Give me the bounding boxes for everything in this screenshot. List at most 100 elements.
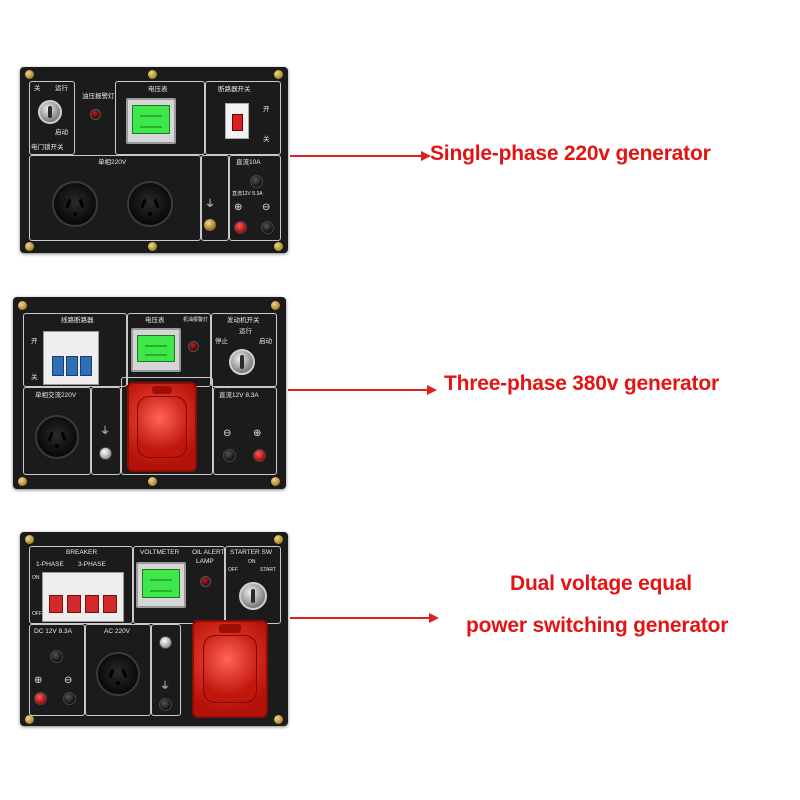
breaker-label: 线路断路器 — [61, 317, 94, 324]
dc-fuse[interactable] — [50, 650, 63, 663]
starter-switch[interactable] — [239, 582, 267, 610]
three-phase-panel: 线路断路器 开 关 电压表 机油报警灯 发动机开关 运行 停止 启动 单相交流2… — [13, 297, 286, 489]
dc-positive-terminal[interactable] — [253, 449, 266, 462]
breaker-handle[interactable] — [67, 595, 81, 613]
breaker-off-label: 关 — [263, 136, 270, 143]
three-phase-socket[interactable] — [192, 620, 268, 718]
ac-outlet[interactable] — [35, 415, 79, 459]
ground-icon: ⏚ — [100, 426, 110, 437]
breaker-handle[interactable] — [103, 595, 117, 613]
oil-alert-lamp — [200, 576, 211, 587]
key-switch-caption: 电门锁开关 — [31, 144, 64, 151]
screw — [271, 477, 280, 486]
screw — [274, 242, 283, 251]
breaker-section — [205, 81, 281, 155]
dc-negative-terminal[interactable] — [63, 692, 76, 705]
dc-positive-terminal[interactable] — [34, 692, 47, 705]
minus-icon: ⊖ — [64, 675, 73, 686]
arrow-dual — [290, 613, 439, 623]
three-phase-socket[interactable] — [127, 382, 197, 472]
oil-alert-label: OIL ALERT — [192, 549, 225, 556]
ground-terminal[interactable] — [159, 636, 172, 649]
dc-section — [29, 624, 85, 716]
breaker-handle[interactable] — [66, 356, 78, 376]
breaker-handle[interactable] — [52, 356, 64, 376]
breaker-handle[interactable] — [49, 595, 63, 613]
three-phase-label: 3-PHASE — [78, 561, 106, 568]
ac-label: 单相220V — [98, 159, 127, 166]
key-start-label: 启动 — [55, 129, 68, 136]
ac-label: AC 220V — [104, 628, 131, 635]
screw — [18, 301, 27, 310]
breaker-section — [23, 313, 127, 387]
screw — [148, 70, 157, 79]
ground-post[interactable] — [159, 698, 172, 711]
key-off-label: 关 — [34, 85, 41, 92]
ac-outlet-right[interactable] — [127, 181, 173, 227]
breaker-off-label: OFF — [32, 611, 42, 617]
dc-section — [229, 155, 281, 241]
screw — [25, 535, 34, 544]
plus-icon: ⊕ — [234, 202, 243, 213]
voltmeter-label: VOLTMETER — [140, 549, 180, 556]
dc-negative-terminal[interactable] — [261, 221, 274, 234]
ground-section — [201, 155, 229, 241]
sw-start-label: START — [260, 567, 276, 573]
starter-label: STARTER SW — [230, 549, 273, 556]
ignition-key-switch[interactable] — [38, 100, 62, 124]
voltmeter-section — [115, 81, 205, 155]
ac-outlet-section — [85, 624, 151, 716]
oil-alert-label: 机油报警灯 — [183, 317, 209, 323]
breaker-off-label: 关 — [31, 374, 38, 381]
screw — [18, 477, 27, 486]
ground-section — [151, 624, 181, 716]
key-start-label: 启动 — [259, 338, 272, 345]
screw — [274, 535, 283, 544]
voltmeter — [126, 98, 176, 144]
breaker-label: BREAKER — [66, 549, 98, 556]
dc-negative-terminal[interactable] — [223, 449, 236, 462]
four-pole-breaker[interactable] — [42, 572, 124, 622]
oil-alert-lamp — [188, 341, 199, 352]
screw — [271, 301, 280, 310]
caption-single-phase: Single-phase 220v generator — [430, 142, 711, 165]
ground-terminal[interactable] — [99, 447, 112, 460]
voltmeter-label: 电压表 — [148, 86, 168, 93]
three-pole-breaker[interactable] — [43, 331, 99, 385]
dc-fuse[interactable] — [250, 175, 263, 188]
breaker-switch[interactable] — [225, 103, 249, 139]
ac-outlet-section — [23, 387, 91, 475]
caption-dual-line2: power switching generator — [466, 614, 729, 637]
screw — [148, 477, 157, 486]
lamp-label: LAMP — [196, 558, 214, 565]
oil-alert-lamp — [90, 109, 101, 120]
breaker-handle[interactable] — [80, 356, 92, 376]
plus-icon: ⊕ — [34, 675, 43, 686]
ac-outlet[interactable] — [96, 652, 140, 696]
caption-dual-line1: Dual voltage equal — [510, 572, 692, 595]
dc-positive-terminal[interactable] — [234, 221, 247, 234]
starter-label: 发动机开关 — [227, 317, 260, 324]
voltmeter — [131, 328, 181, 372]
voltmeter-label: 电压表 — [145, 317, 165, 324]
voltmeter — [136, 562, 186, 608]
minus-icon: ⊖ — [262, 202, 271, 213]
ac-outlet-left[interactable] — [52, 181, 98, 227]
breaker-handle[interactable] — [85, 595, 99, 613]
screw — [274, 70, 283, 79]
ground-terminal[interactable] — [204, 219, 216, 231]
starter-section — [211, 313, 277, 387]
screw — [25, 70, 34, 79]
breaker-on-label: 开 — [31, 338, 38, 345]
key-stop-label: 停止 — [215, 338, 228, 345]
caption-three-phase: Three-phase 380v generator — [444, 372, 719, 395]
minus-icon: ⊖ — [223, 428, 232, 439]
ground-section — [91, 387, 121, 475]
ignition-key-switch[interactable] — [229, 349, 255, 375]
sw-off-label: OFF — [228, 567, 238, 573]
arrow-single — [290, 151, 431, 161]
oil-alert-label: 油压报警灯 — [82, 93, 115, 100]
single-phase-panel: 关 运行 启动 电门锁开关 油压报警灯 电压表 断路器开关 开 关 单相220V… — [20, 67, 288, 253]
key-run-label: 运行 — [55, 85, 68, 92]
breaker-on-label: ON — [32, 575, 40, 581]
